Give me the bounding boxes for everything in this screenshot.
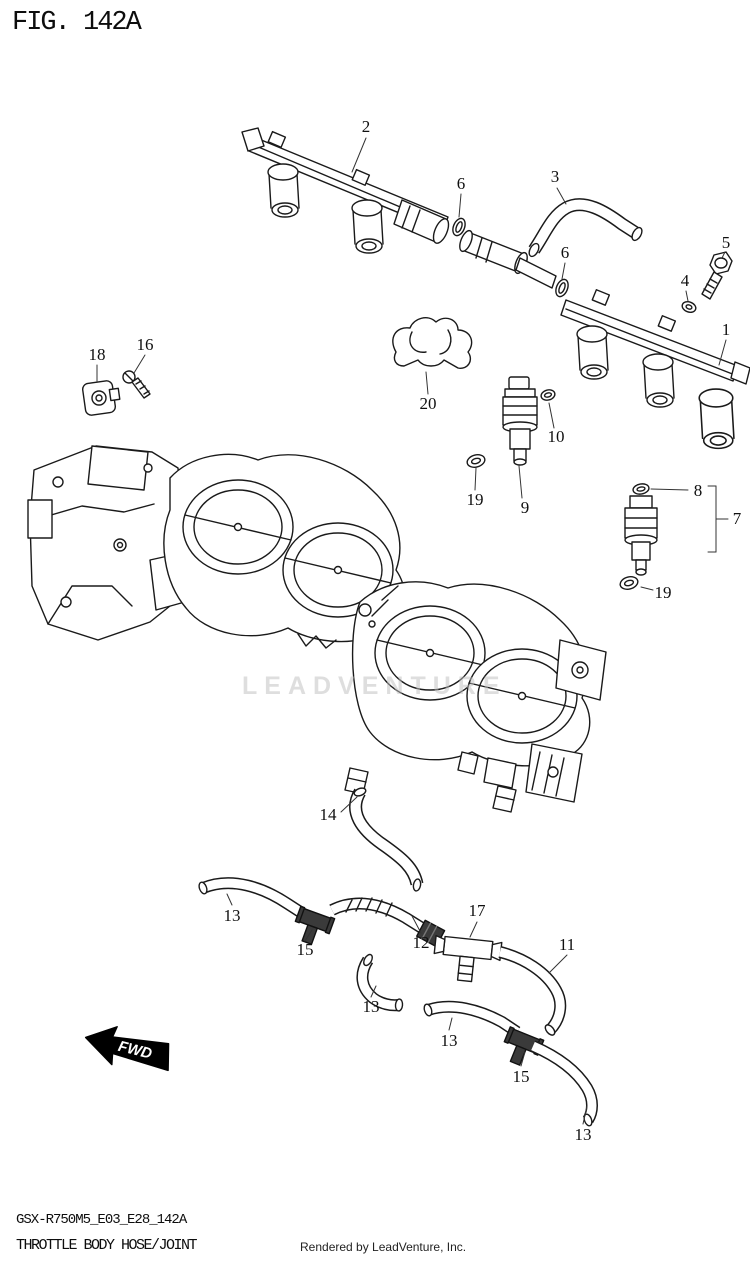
hose-14 [349, 787, 424, 892]
callout-2: 2 [361, 117, 371, 136]
callout-11: 11 [558, 935, 576, 954]
footer-description: THROTTLE BODY HOSE/JOINT [16, 1237, 198, 1254]
washer-4 [681, 301, 697, 313]
callout-12: 12 [412, 933, 430, 952]
callout-10: 10 [547, 427, 565, 446]
o-ring-6a [452, 217, 466, 237]
footer-part-code: GSX-R750M5_E03_E28_142A [16, 1212, 187, 1228]
callout-16: 16 [136, 335, 154, 354]
clamp-20 [392, 317, 473, 369]
tee-joint-17 [433, 934, 503, 983]
callout-20: 20 [419, 394, 437, 413]
callout-18: 18 [88, 345, 106, 364]
callout-19: 19 [654, 583, 672, 602]
callout-14: 14 [319, 805, 337, 824]
o-ring-6b [555, 278, 569, 298]
throttle-body [27, 445, 607, 813]
o-ring-8 [632, 483, 650, 495]
callout-19: 19 [466, 490, 484, 509]
callout-13: 13 [574, 1125, 592, 1144]
o-ring-19b [619, 576, 639, 590]
o-ring-19a [466, 454, 486, 468]
callout-3: 3 [550, 167, 560, 186]
callout-1: 1 [721, 320, 731, 339]
bolt-5 [701, 251, 733, 300]
o-ring-10 [540, 389, 556, 401]
callout-13: 13 [440, 1031, 458, 1050]
fuel-rail-2 [241, 127, 450, 254]
sensor-18 [81, 380, 121, 416]
injector-7 [624, 495, 658, 576]
callout-15: 15 [512, 1067, 530, 1086]
figure-title: FIG. 142A [12, 8, 142, 38]
tee-joint-15b [503, 1026, 545, 1066]
screw-16 [122, 370, 151, 399]
hose-13c [423, 1000, 521, 1037]
fuel-rail-1 [560, 289, 750, 450]
footer-rendered-by: Rendered by LeadVenture, Inc. [300, 1240, 467, 1254]
hose-13a [198, 877, 309, 921]
injector-9 [502, 376, 538, 466]
leader-lines [96, 137, 729, 1125]
callout-4: 4 [680, 271, 690, 290]
tee-joint-15a [294, 905, 336, 945]
callout-9: 9 [520, 498, 530, 517]
callout-6: 6 [456, 174, 466, 193]
hose-13d [530, 1040, 598, 1127]
callout-7: 7 [732, 509, 742, 528]
rail-joint [459, 229, 557, 289]
callout-13: 13 [362, 997, 380, 1016]
callout-13: 13 [223, 906, 241, 925]
hose-11 [498, 946, 567, 1036]
callout-6: 6 [560, 243, 570, 262]
callout-15: 15 [296, 940, 314, 959]
callout-5: 5 [721, 233, 731, 252]
hose-13b [356, 953, 404, 1012]
callout-17: 17 [468, 901, 486, 920]
hose-3 [528, 198, 643, 258]
callout-8: 8 [693, 481, 703, 500]
